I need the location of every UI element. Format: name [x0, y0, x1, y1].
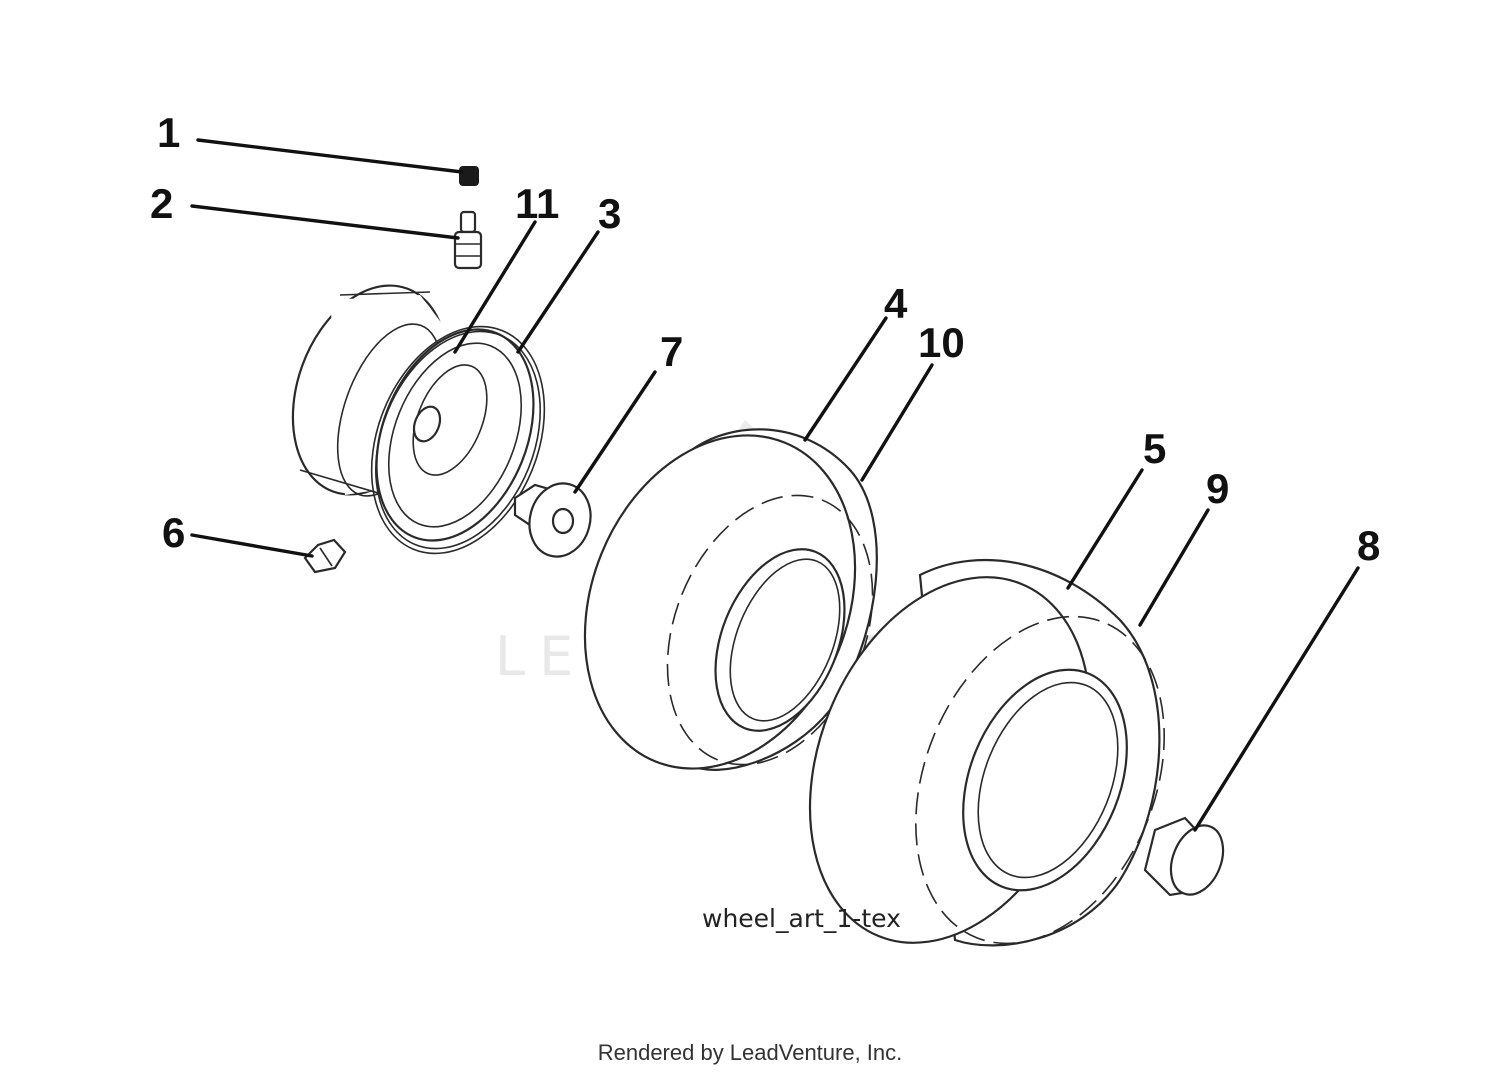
callout-3: 3 — [598, 190, 621, 237]
leader-1 — [196, 138, 464, 174]
render-credit: Rendered by LeadVenture, Inc. — [598, 1040, 903, 1065]
part-1-valve-cap — [459, 166, 479, 186]
leader-6 — [190, 533, 314, 558]
callout-10: 10 — [918, 319, 965, 366]
leader-4 — [803, 316, 888, 442]
callout-labels: 1 2 11 3 7 6 4 10 5 9 8 — [150, 109, 1380, 569]
callout-1: 1 — [157, 109, 180, 156]
part-6-grease-fitting — [303, 538, 347, 574]
part-4-tire — [583, 428, 878, 771]
callout-4: 4 — [884, 280, 908, 327]
callout-11: 11 — [515, 180, 559, 227]
callout-6: 6 — [162, 509, 185, 556]
leader-10 — [860, 363, 934, 482]
leader-11 — [453, 220, 537, 354]
drawing-id: wheel_art_1-tex — [702, 904, 901, 933]
callout-8: 8 — [1357, 522, 1380, 569]
callout-2: 2 — [150, 180, 173, 227]
part-8-hub-cap — [1143, 816, 1225, 897]
leader-7 — [573, 370, 657, 494]
part-3-rim-ring — [370, 325, 546, 555]
part-11-rim — [291, 284, 535, 542]
callout-9: 9 — [1206, 465, 1229, 512]
part-7-bushing — [513, 482, 592, 558]
callout-5: 5 — [1143, 425, 1166, 472]
leader-3 — [516, 230, 600, 354]
callout-7: 7 — [660, 328, 683, 375]
leader-2 — [190, 204, 460, 240]
leader-9 — [1138, 508, 1210, 627]
leader-5 — [1066, 468, 1144, 590]
part-2-valve-stem — [453, 210, 483, 270]
part-5-tire — [808, 558, 1165, 947]
leader-8 — [1193, 566, 1360, 832]
leader-lines — [190, 138, 1360, 832]
